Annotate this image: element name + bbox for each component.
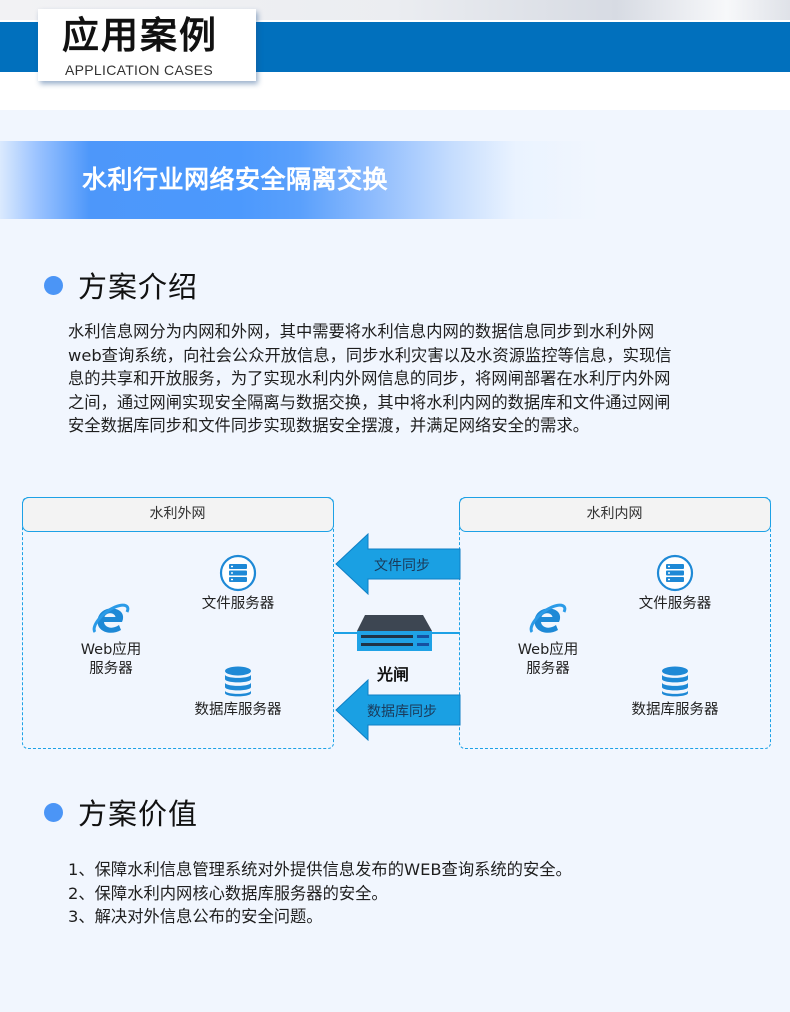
- value-list: 1、保障水利信息管理系统对外提供信息发布的WEB查询系统的安全。 2、保障水利内…: [68, 858, 572, 929]
- intro-line: 之间，通过网闸实现安全隔离与数据交换，其中将水利内网的数据库和文件通过网闸: [68, 392, 671, 412]
- list-item: 2、保障水利内网核心数据库服务器的安全。: [68, 883, 388, 903]
- web-server-node: Web应用 服务器: [76, 602, 146, 679]
- file-sync-label: 文件同步: [374, 558, 430, 574]
- list-item: 1、保障水利信息管理系统对外提供信息发布的WEB查询系统的安全。: [68, 860, 572, 879]
- header-title-card: 应用案例 APPLICATION CASES: [38, 9, 256, 81]
- page-title: 应用案例: [62, 14, 218, 57]
- ie-browser-icon: [529, 603, 567, 633]
- intro-line: 息的共享和开放服务，为了实现水利内外网信息的同步，将网闸部署在水利厅内外网: [68, 369, 671, 388]
- intro-line: 水利信息网分为内网和外网，其中需要将水利信息内网的数据信息同步到水利外网: [68, 322, 655, 341]
- list-item: 3、解决对外信息公布的安全问题。: [68, 907, 323, 926]
- node-label: 数据库服务器: [194, 702, 282, 718]
- node-label: 文件服务器: [638, 596, 712, 612]
- page-header: 应用案例 APPLICATION CASES: [0, 0, 790, 110]
- file-sync-arrow-icon: [335, 533, 461, 595]
- section-title: 方案介绍: [78, 270, 199, 304]
- db-server-node: 数据库服务器: [183, 666, 293, 720]
- case-title: 水利行业网络安全隔离交换: [82, 165, 389, 194]
- node-label: 服务器: [526, 661, 570, 677]
- section-heading-value: 方案价值: [44, 791, 198, 833]
- file-server-node: 文件服务器: [193, 554, 283, 614]
- file-server-icon: [219, 554, 257, 592]
- node-label: 数据库服务器: [631, 702, 719, 718]
- page-subtitle: APPLICATION CASES: [65, 62, 213, 78]
- intro-paragraph: 水利信息网分为内网和外网，其中需要将水利信息内网的数据信息同步到水利外网 web…: [68, 320, 738, 438]
- panel-internal-network: 水利内网 Web应用 服务器 文件服务器: [458, 496, 771, 749]
- file-server-node: 文件服务器: [630, 554, 720, 614]
- db-sync-label: 数据库同步: [367, 704, 437, 720]
- node-label: Web应用: [517, 642, 579, 658]
- file-server-icon: [656, 554, 694, 592]
- network-switch-icon: [357, 615, 432, 651]
- database-icon: [662, 666, 688, 697]
- web-server-node: Web应用 服务器: [513, 602, 583, 679]
- panel-external-network: 水利外网 Web应用 服务器 文件服务器: [21, 496, 334, 749]
- panel-title: 水利内网: [458, 496, 771, 532]
- gateway-label: 光闸: [377, 665, 410, 684]
- section-heading-intro: 方案介绍: [44, 264, 198, 306]
- node-label: 文件服务器: [201, 596, 275, 612]
- database-icon: [225, 666, 251, 697]
- node-label: 服务器: [89, 661, 133, 677]
- intro-line: web查询系统，向社会公众开放信息，同步水利灾害以及水资源监控等信息，实现信: [68, 345, 672, 365]
- bullet-dot-icon: [44, 802, 63, 822]
- db-server-node: 数据库服务器: [620, 666, 730, 720]
- panel-title: 水利外网: [21, 496, 334, 532]
- db-sync-arrow-icon: [335, 679, 461, 741]
- intro-line: 安全数据库同步和文件同步实现数据安全摆渡，并满足网络安全的需求。: [68, 416, 590, 435]
- section-title: 方案价值: [78, 797, 199, 831]
- node-label: Web应用: [80, 642, 142, 658]
- bullet-dot-icon: [44, 275, 63, 295]
- case-banner: 水利行业网络安全隔离交换: [0, 141, 600, 219]
- ie-browser-icon: [92, 603, 130, 633]
